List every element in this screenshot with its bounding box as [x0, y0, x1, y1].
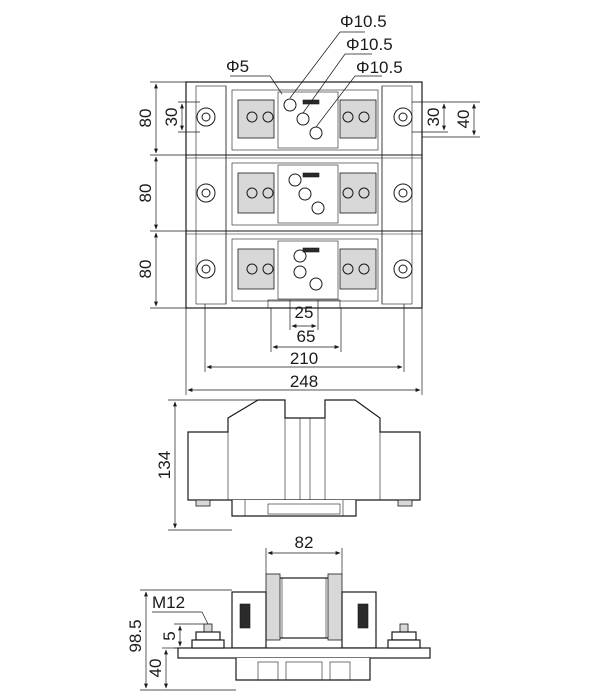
row1-center	[277, 91, 339, 149]
front-right-label	[357, 603, 369, 629]
row3-right-bolt-hole	[398, 264, 408, 274]
row3-term-bolt-c	[342, 263, 354, 275]
side-view-body	[187, 399, 421, 501]
row3-label-plate	[302, 247, 320, 253]
row2-term-bolt-b	[262, 187, 274, 199]
row3-term-bolt-d	[358, 263, 370, 275]
row2-right-bolt	[393, 183, 413, 203]
row3-base	[231, 238, 379, 302]
fuse-row-1	[196, 89, 413, 151]
side-foot-left	[195, 499, 211, 507]
row2-right-terminal	[339, 172, 377, 214]
row1-right-bolt-hole	[398, 112, 408, 122]
row3-right-bolt	[393, 259, 413, 279]
row2-label-plate	[302, 172, 320, 178]
row1-term-bolt-b	[262, 111, 274, 123]
row1-hole-a	[283, 98, 297, 112]
row3-hole-b	[293, 265, 307, 279]
dim-phi-low: Φ10.5	[356, 58, 403, 77]
front-right-washer	[387, 639, 421, 649]
fuse-row-2	[196, 162, 413, 226]
dim-phi-mid: Φ10.5	[346, 35, 393, 54]
dim-30-right: 30	[424, 108, 443, 127]
fuse-row-3	[196, 238, 413, 302]
row1-term-bolt-c	[342, 111, 354, 123]
front-view: 82 M12 5 98.5 40	[126, 533, 431, 691]
row1-left-bolt-hole	[201, 112, 211, 122]
row3-term-bolt-b	[262, 263, 274, 275]
front-left-nut	[195, 631, 221, 641]
row3-term-bolt-a	[246, 263, 258, 275]
front-right-nut	[391, 631, 417, 641]
dim-248: 248	[290, 372, 318, 391]
dim-phi-top: Φ10.5	[340, 12, 387, 31]
row3-left-bolt-hole	[201, 264, 211, 274]
row2-term-bolt-c	[342, 187, 354, 199]
row1-term-bolt-a	[246, 111, 258, 123]
fuse-body	[269, 577, 339, 639]
dim-m12: M12	[152, 593, 185, 612]
top-view-dimensions: Φ10.5 Φ10.5 Φ10.5 Φ5 80 80 80 30 30 40 2…	[136, 12, 480, 395]
row1-left-bolt	[196, 107, 216, 127]
dim-985: 98.5	[126, 619, 145, 652]
row2-base	[231, 162, 379, 226]
row2-hole-a	[288, 173, 302, 187]
row2-term-bolt-d	[358, 187, 370, 199]
side-view: 134	[155, 399, 421, 531]
row2-center	[277, 164, 339, 224]
dim-40-base: 40	[146, 659, 165, 678]
dim-5: 5	[160, 631, 179, 640]
row3-hole-a	[293, 249, 307, 263]
m12-leader	[201, 611, 209, 625]
dim-row2: 80	[136, 184, 155, 203]
front-base-slot-c	[329, 661, 351, 681]
row2-term-bolt-a	[246, 187, 258, 199]
dim-82: 82	[295, 533, 314, 552]
row3-right-terminal	[339, 248, 377, 290]
phi5-leader	[269, 75, 283, 95]
side-foot-right	[397, 499, 413, 507]
fuse-cap-right	[327, 573, 343, 641]
row2-left-terminal	[237, 172, 275, 214]
row3-left-bolt	[196, 259, 216, 279]
phi-leader-2	[302, 53, 346, 114]
row3-left-terminal	[237, 248, 275, 290]
dim-phi-small: Φ5	[226, 57, 249, 76]
dim-210: 210	[290, 349, 318, 368]
dim-30-left: 30	[162, 108, 181, 127]
dim-65: 65	[297, 327, 316, 346]
row3-hole-c	[309, 277, 323, 291]
row2-left-bolt-hole	[201, 188, 211, 198]
front-base-slot-b	[285, 661, 323, 681]
side-base-block	[267, 503, 341, 515]
side-base-rail	[231, 500, 357, 517]
front-left-washer	[191, 639, 225, 649]
fuse-cap-left	[265, 573, 281, 641]
dim-25: 25	[295, 303, 314, 322]
dim-134: 134	[155, 451, 174, 479]
row2-right-bolt-hole	[398, 188, 408, 198]
top-view	[185, 81, 423, 309]
front-base-plate	[177, 647, 431, 659]
phi-leader-1	[289, 31, 341, 99]
dim-40-right: 40	[454, 110, 473, 129]
phi-leader-3	[315, 75, 356, 128]
row1-right-bolt	[393, 107, 413, 127]
row2-left-bolt	[196, 183, 216, 203]
row1-right-terminal	[339, 99, 377, 139]
row1-left-terminal	[237, 99, 275, 139]
bottom-tab	[267, 299, 341, 309]
top-view-outline	[185, 81, 423, 309]
row1-base	[231, 89, 379, 151]
front-base-slot-a	[257, 661, 279, 681]
row3-center	[277, 240, 339, 300]
dim-row3: 80	[136, 260, 155, 279]
dim-row1: 80	[136, 109, 155, 128]
row2-hole-b	[298, 187, 312, 201]
front-left-label	[239, 603, 251, 629]
row2-hole-c	[311, 201, 325, 215]
row1-term-bolt-d	[358, 111, 370, 123]
